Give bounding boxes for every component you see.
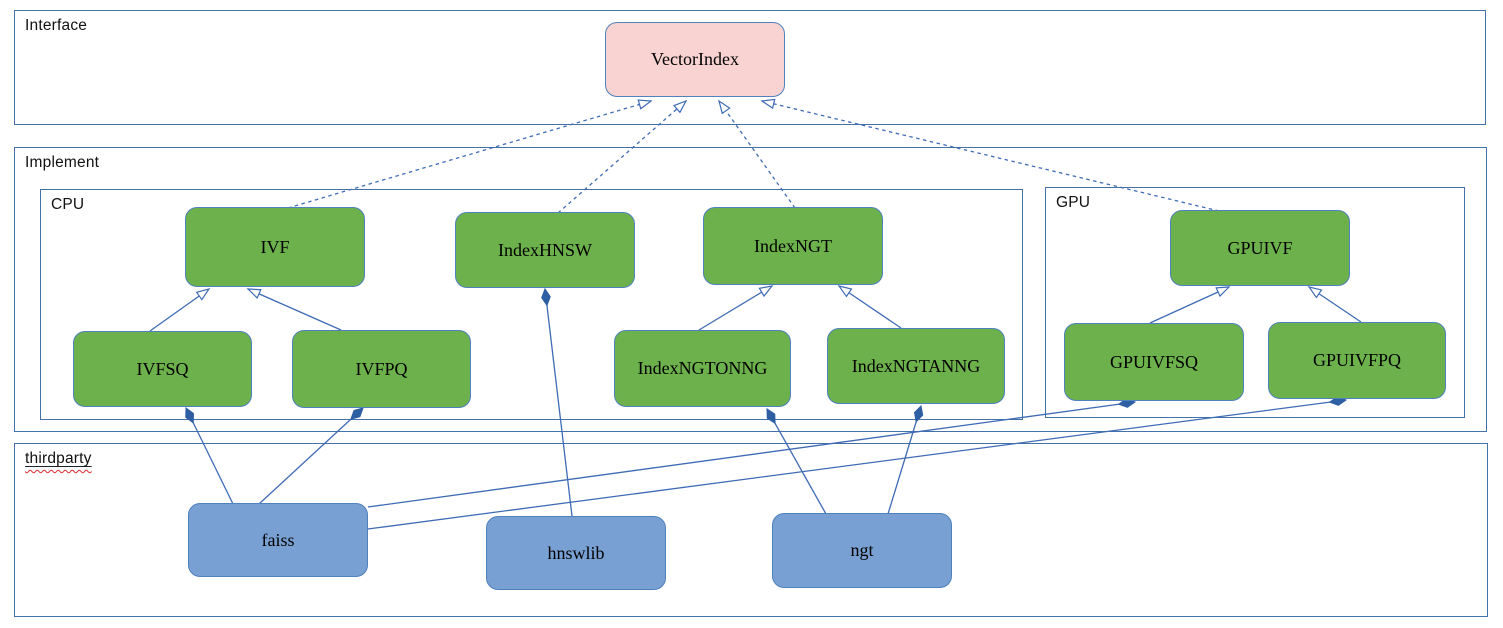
container-cpu-label: CPU [51, 196, 85, 213]
node-ivfpq[interactable]: IVFPQ [292, 330, 471, 408]
node-indexngtonng-label: IndexNGTONNG [637, 358, 768, 378]
node-indexngt[interactable]: IndexNGT [703, 207, 883, 285]
container-implement-label: Implement [25, 154, 100, 171]
node-hnswlib[interactable]: hnswlib [486, 516, 666, 590]
node-faiss[interactable]: faiss [188, 503, 368, 577]
node-ivf-label: IVF [260, 236, 290, 257]
node-vectorindex-label: VectorIndex [651, 49, 739, 69]
container-interface-label: Interface [25, 17, 88, 34]
node-gpuivfpq-label: GPUIVFPQ [1312, 350, 1402, 370]
node-gpuivfpq[interactable]: GPUIVFPQ [1268, 322, 1446, 399]
node-indexngtonng[interactable]: IndexNGTONNG [614, 330, 791, 407]
node-indexngtanng[interactable]: IndexNGTANNG [827, 328, 1005, 404]
node-faiss-label: faiss [261, 529, 295, 550]
node-indexngtanng-label: IndexNGTANNG [851, 355, 981, 376]
node-ivfpq-label: IVFPQ [355, 358, 408, 379]
node-gpuivfsq-label: GPUIVFSQ [1109, 351, 1199, 372]
node-hnswlib-label: hnswlib [547, 542, 605, 563]
node-ivfsq-label: IVFSQ [136, 358, 189, 379]
node-ngt[interactable]: ngt [772, 513, 952, 588]
container-gpu-label: GPU [1056, 194, 1091, 211]
node-ngt-label: ngt [850, 540, 874, 560]
node-gpuivf[interactable]: GPUIVF [1170, 210, 1350, 286]
node-vectorindex[interactable]: VectorIndex [605, 22, 785, 97]
node-ivfsq[interactable]: IVFSQ [73, 331, 252, 407]
thirdparty-spellcheck-squiggle: thirdparty [25, 450, 92, 467]
node-gpuivf-label: GPUIVF [1227, 237, 1293, 258]
node-ivf[interactable]: IVF [185, 207, 365, 287]
node-indexhnsw-label: IndexHNSW [498, 239, 592, 260]
node-indexhnsw[interactable]: IndexHNSW [455, 212, 635, 288]
node-indexngt-label: IndexNGT [754, 235, 832, 256]
node-gpuivfsq[interactable]: GPUIVFSQ [1064, 323, 1244, 401]
container-thirdparty-label: thirdparty [25, 450, 92, 468]
